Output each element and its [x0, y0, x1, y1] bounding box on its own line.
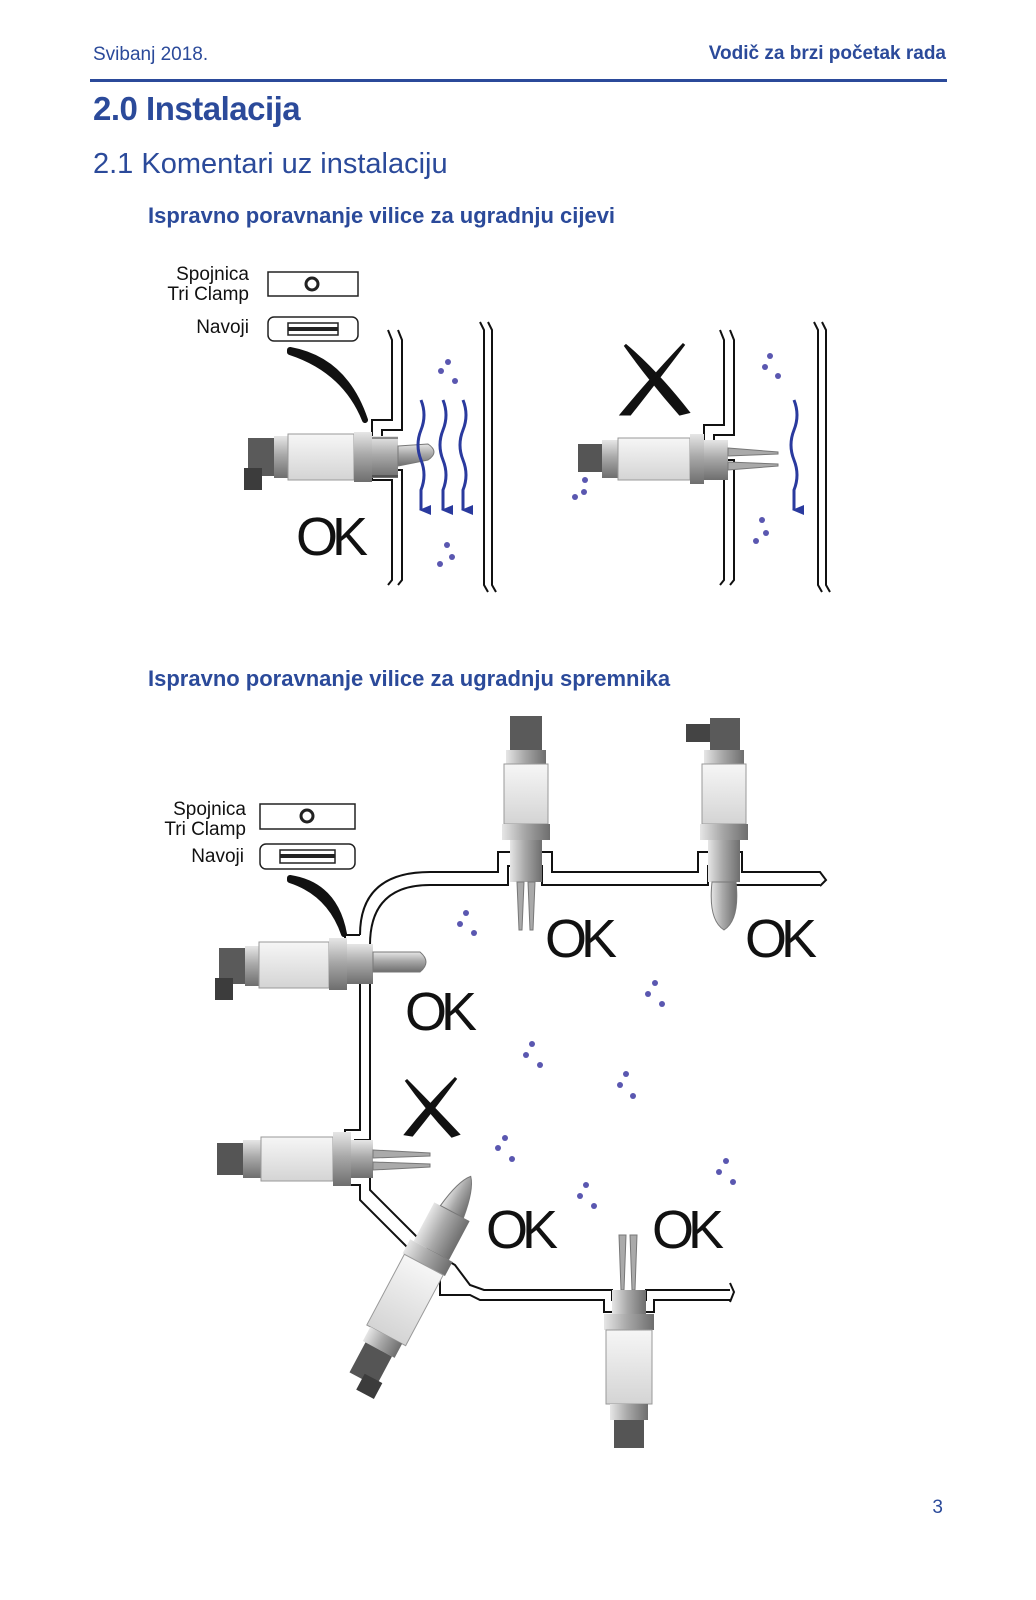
sensor-top-paddle — [686, 718, 748, 931]
legend2-clamp-line2: Tri Clamp — [164, 819, 246, 840]
bubbles-right — [572, 353, 781, 544]
pointer-curve-2 — [287, 875, 347, 937]
ok-label-top-fork: OK — [545, 909, 617, 969]
sensor-top-fork — [502, 716, 550, 931]
section-title: 2.0 Instalacija — [93, 90, 301, 127]
bubbles-left — [437, 359, 458, 567]
ok-label-pipe: OK — [296, 507, 368, 567]
sensor-bottom-angled — [349, 1175, 472, 1399]
header-date: Svibanj 2018. — [93, 44, 209, 65]
wrong-cross-icon — [618, 342, 691, 416]
page-number: 3 — [932, 1497, 943, 1518]
ok-label-side-top: OK — [405, 982, 477, 1042]
figure1-heading: Ispravno poravnanje vilice za ugradnju c… — [148, 203, 616, 228]
pointer-curve — [287, 347, 368, 423]
legend-thread: Navoji — [196, 317, 249, 338]
ok-label-top-paddle: OK — [745, 909, 817, 969]
sensor-correct-pipe — [244, 432, 435, 490]
sensor-side-top — [215, 938, 427, 1000]
legend2-thread: Navoji — [191, 846, 244, 867]
tri-clamp-ring-icon — [304, 276, 320, 292]
thread-symbol-2 — [259, 843, 356, 870]
sensor-bottom-fork — [604, 1234, 654, 1448]
tri-clamp-ring-icon-2 — [299, 808, 315, 824]
flow-arrow-right — [789, 399, 804, 515]
legend2-clamp-line1: Spojnica — [173, 799, 246, 820]
pipe-installation-diagram: Spojnica Tri Clamp Navoji OK — [167, 264, 831, 593]
legend-clamp-line1: Spojnica — [176, 264, 249, 285]
tri-clamp-symbol-2 — [259, 803, 356, 830]
legend-clamp-line2: Tri Clamp — [167, 284, 249, 305]
tank-installation-diagram: Spojnica Tri Clamp Navoji — [164, 716, 828, 1448]
sensor-side-bottom — [217, 1132, 431, 1186]
sensor-wrong-pipe — [578, 434, 779, 484]
header-title: Vodič za brzi početak rada — [708, 43, 946, 64]
header-rule — [90, 79, 947, 82]
section-subtitle: 2.1 Komentari uz instalaciju — [93, 148, 448, 180]
tri-clamp-symbol — [267, 271, 359, 297]
bubbles-tank — [457, 910, 736, 1209]
ok-label-bottom-fork: OK — [652, 1200, 724, 1260]
ok-label-bottom-angled: OK — [486, 1200, 558, 1260]
wrong-cross-icon-2 — [403, 1076, 461, 1138]
flow-arrows-left — [416, 399, 473, 515]
thread-symbol — [267, 316, 359, 342]
figure2-heading: Ispravno poravnanje vilice za ugradnju s… — [148, 666, 671, 691]
